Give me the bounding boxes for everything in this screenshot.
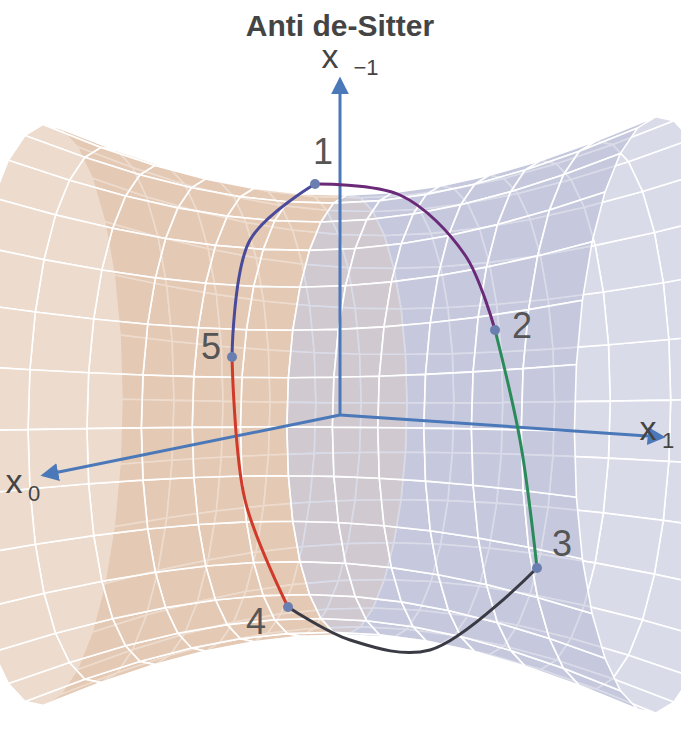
surface-patch [603,283,669,345]
path-segment [288,568,537,653]
surface-patch [288,476,338,523]
path-segments [232,184,537,653]
path-segment [495,330,537,568]
surface-patch [293,286,346,331]
axis-label: x [640,411,657,445]
path-segment [232,184,315,357]
axis-subscript: −1 [353,57,378,79]
path-points [227,179,542,612]
callout-number: 2 [512,308,532,344]
surface-patch [287,427,334,476]
axes [44,80,662,475]
surface-patch [148,278,206,328]
callout-number: 1 [313,134,333,170]
surface-patch [0,544,44,608]
surface-patch [538,192,605,256]
surface-patch [148,525,206,573]
surface-patch [471,429,523,491]
surface-patch [332,427,379,478]
surface-patch [0,303,35,369]
path-point [227,352,237,362]
path-point [283,602,293,612]
surface-patch [143,478,198,530]
surface-patch [89,319,148,375]
surface-patch [426,481,479,538]
surface-patch [334,476,384,525]
surface-patch [35,536,102,594]
surface-patch [143,324,198,376]
path-point [490,325,500,335]
surface-patch [521,430,576,497]
surface-patch [288,329,338,377]
surface-patch [240,378,288,428]
surface-patch [426,317,479,374]
axis-line [339,80,342,415]
surface-patch [194,476,247,525]
surface-patch [0,366,30,431]
path-point [532,563,542,573]
surface-patch [338,282,391,330]
surface-patch [30,312,94,373]
surface-patch [379,478,430,531]
axis-label: x [6,464,23,498]
surface-patch [198,283,253,330]
surface-patch [0,198,55,260]
path-point [310,179,320,189]
surface-patch [35,260,102,319]
surface-patch [192,427,242,477]
surface-patch [609,400,671,461]
surface-patch [0,246,44,312]
title: Anti de-Sitter [246,11,434,41]
surface-patch [473,485,528,547]
surface-patch [89,480,148,535]
axis-line [340,415,662,437]
surface-patch [384,276,438,327]
surface-patch [378,428,426,482]
surface-patch [603,458,669,520]
path-segment [315,184,495,330]
axis-subscript: 1 [662,430,674,452]
surface-patch [28,429,89,489]
callout-number: 5 [201,329,221,365]
callout-number: 4 [246,604,266,640]
surface-patch [246,286,300,330]
axis-label: x [322,39,339,73]
surface-patch [242,330,293,378]
surface-patch [379,323,430,376]
surface-patch [609,340,671,402]
axis-line [44,415,340,475]
axis-subscript: 0 [28,483,40,505]
surface-patch [293,521,346,563]
surface-patch [28,370,89,430]
surface-patch [338,523,391,568]
surface-patch [94,270,156,324]
surface-patch [198,522,253,566]
surface-patch [194,328,247,378]
surface-patch [141,375,194,428]
surface-patch [94,529,156,581]
surface-patch [424,428,473,485]
surface-patch [87,373,143,429]
surface-patch [529,242,593,310]
callout-number: 3 [552,526,572,562]
path-segment [232,357,288,607]
surface-patch [521,365,576,432]
